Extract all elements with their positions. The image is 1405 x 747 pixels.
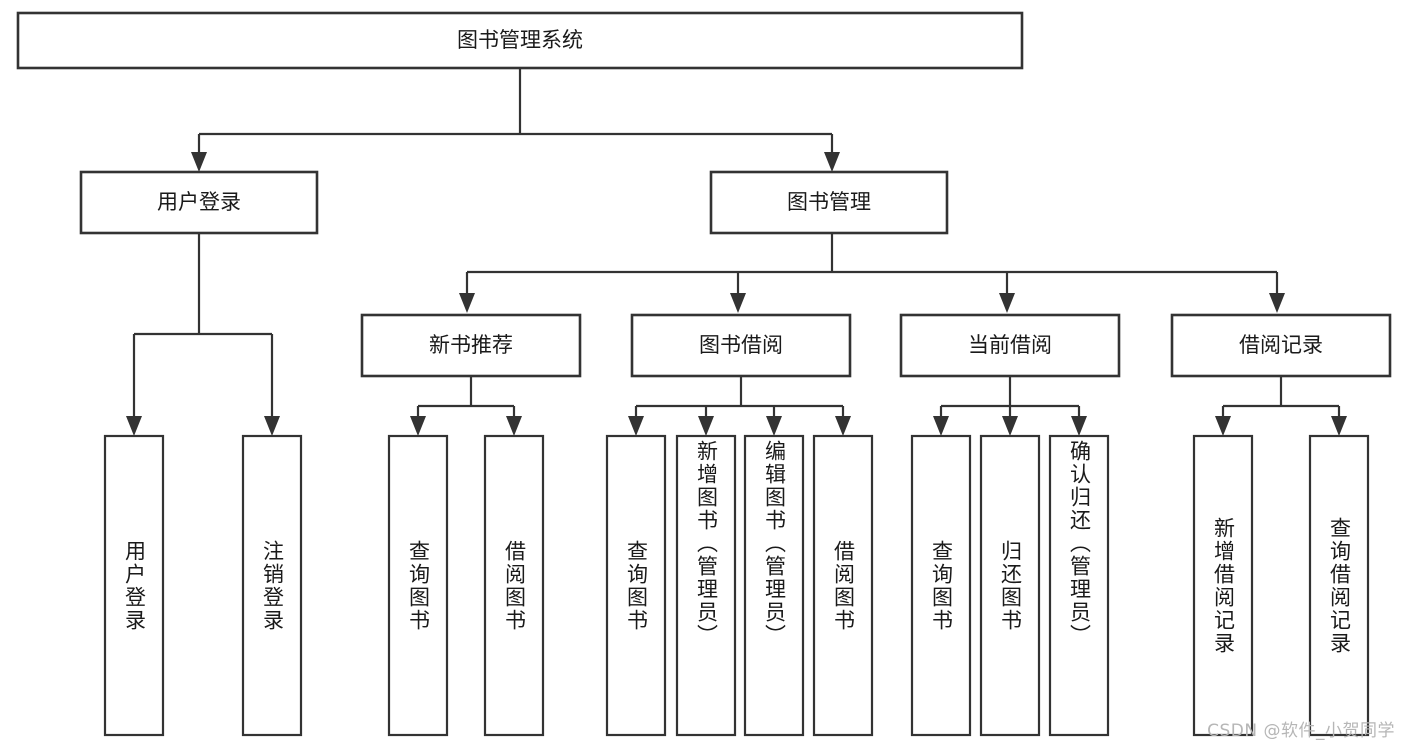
node-label-book-borrow: 图书借阅 <box>699 333 783 357</box>
connector-group-root <box>191 68 840 172</box>
node-label-root: 图书管理系统 <box>457 28 583 52</box>
arrow-head-ul-leaf-0 <box>126 416 142 436</box>
arrow-head-book-mgmt <box>824 152 840 172</box>
node-box-leaf-nb-1[interactable] <box>483 434 545 737</box>
arrow-head-bb-leaf-1 <box>698 416 714 436</box>
connector-group-new-book <box>410 376 522 436</box>
node-label-user-login: 用户登录 <box>157 190 241 214</box>
watermark-text: CSDN @软件_小贺同学 <box>1207 721 1395 741</box>
node-box-book-mgmt[interactable] <box>709 170 949 235</box>
arrow-head-bb-leaf-2 <box>766 416 782 436</box>
node-box-new-book[interactable] <box>360 313 582 378</box>
connector-group-borrow-record <box>1215 376 1347 436</box>
node-box-leaf-cb-0[interactable] <box>910 434 972 737</box>
arrow-head-br-leaf-1 <box>1331 416 1347 436</box>
arrow-head-nb-leaf-1 <box>506 416 522 436</box>
node-box-leaf-ul-1[interactable] <box>241 434 303 737</box>
node-box-leaf-ul-0[interactable] <box>103 434 165 737</box>
node-label-borrow-record: 借阅记录 <box>1239 333 1323 357</box>
node-box-leaf-br-1[interactable] <box>1308 434 1370 737</box>
connector-group-user-login <box>126 233 280 436</box>
arrow-head-ul-leaf-1 <box>264 416 280 436</box>
arrow-head-cb-leaf-1 <box>1002 416 1018 436</box>
arrow-head-cb-leaf-0 <box>933 416 949 436</box>
node-box-leaf-bb-1[interactable] <box>675 434 737 737</box>
node-box-leaf-bb-3[interactable] <box>812 434 874 737</box>
arrow-head-cb-leaf-2 <box>1071 416 1087 436</box>
arrow-head-book-borrow <box>730 293 746 313</box>
connector-group-book-mgmt <box>459 233 1285 313</box>
node-label-new-book: 新书推荐 <box>429 333 513 357</box>
arrow-head-current-borrow <box>999 293 1015 313</box>
node-box-root[interactable] <box>16 11 1024 70</box>
arrow-head-bb-leaf-3 <box>835 416 851 436</box>
node-box-book-borrow[interactable] <box>630 313 852 378</box>
arrow-head-bb-leaf-0 <box>628 416 644 436</box>
node-label-current-borrow: 当前借阅 <box>968 333 1052 357</box>
arrow-head-br-leaf-0 <box>1215 416 1231 436</box>
node-label-book-mgmt: 图书管理 <box>787 190 871 214</box>
connector-group-book-borrow <box>628 376 851 436</box>
node-box-borrow-record[interactable] <box>1170 313 1392 378</box>
node-box-leaf-bb-2[interactable] <box>743 434 805 737</box>
connector-group-current-borrow <box>933 376 1087 436</box>
node-box-leaf-br-0[interactable] <box>1192 434 1254 737</box>
node-box-leaf-nb-0[interactable] <box>387 434 449 737</box>
node-box-current-borrow[interactable] <box>899 313 1121 378</box>
node-box-leaf-cb-2[interactable] <box>1048 434 1110 737</box>
node-box-leaf-cb-1[interactable] <box>979 434 1041 737</box>
arrow-head-nb-leaf-0 <box>410 416 426 436</box>
node-box-user-login[interactable] <box>79 170 319 235</box>
node-box-leaf-bb-0[interactable] <box>605 434 667 737</box>
arrow-head-user-login <box>191 152 207 172</box>
arrow-head-new-book <box>459 293 475 313</box>
arrow-head-borrow-record <box>1269 293 1285 313</box>
